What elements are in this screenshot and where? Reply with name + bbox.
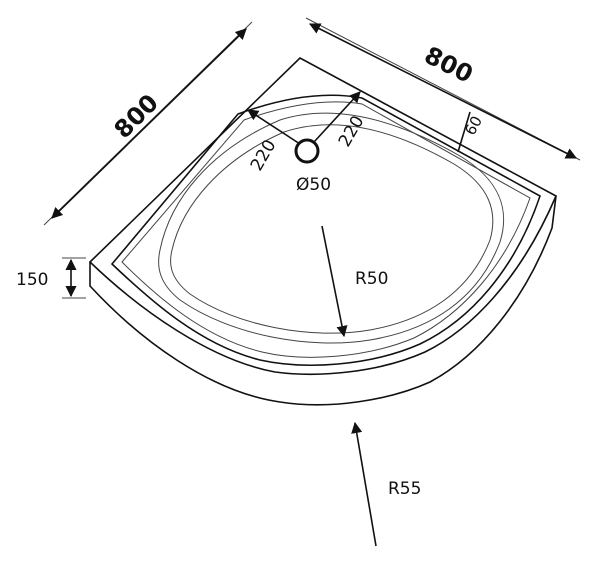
label-drain-diameter: Ø50	[296, 175, 331, 195]
tray-basin-inner	[170, 124, 494, 334]
label-150: 150	[16, 270, 48, 290]
label-r55: R55	[388, 479, 421, 499]
label-60: 60	[461, 113, 486, 138]
label-220-left: 220	[247, 136, 281, 174]
dimension-height: 150	[16, 257, 86, 299]
tray-rim-line	[121, 101, 531, 358]
label-800-left: 800	[109, 89, 164, 144]
dimension-outer-radius: R55	[351, 421, 421, 547]
tray-front-face	[89, 195, 557, 406]
dimension-inner-radius: R50	[321, 225, 388, 338]
label-r50: R50	[355, 269, 388, 289]
tray-basin	[158, 112, 505, 344]
dimension-width-left: 800	[43, 21, 253, 226]
label-220-right: 220	[335, 112, 369, 150]
tray-top-edge	[88, 57, 558, 376]
